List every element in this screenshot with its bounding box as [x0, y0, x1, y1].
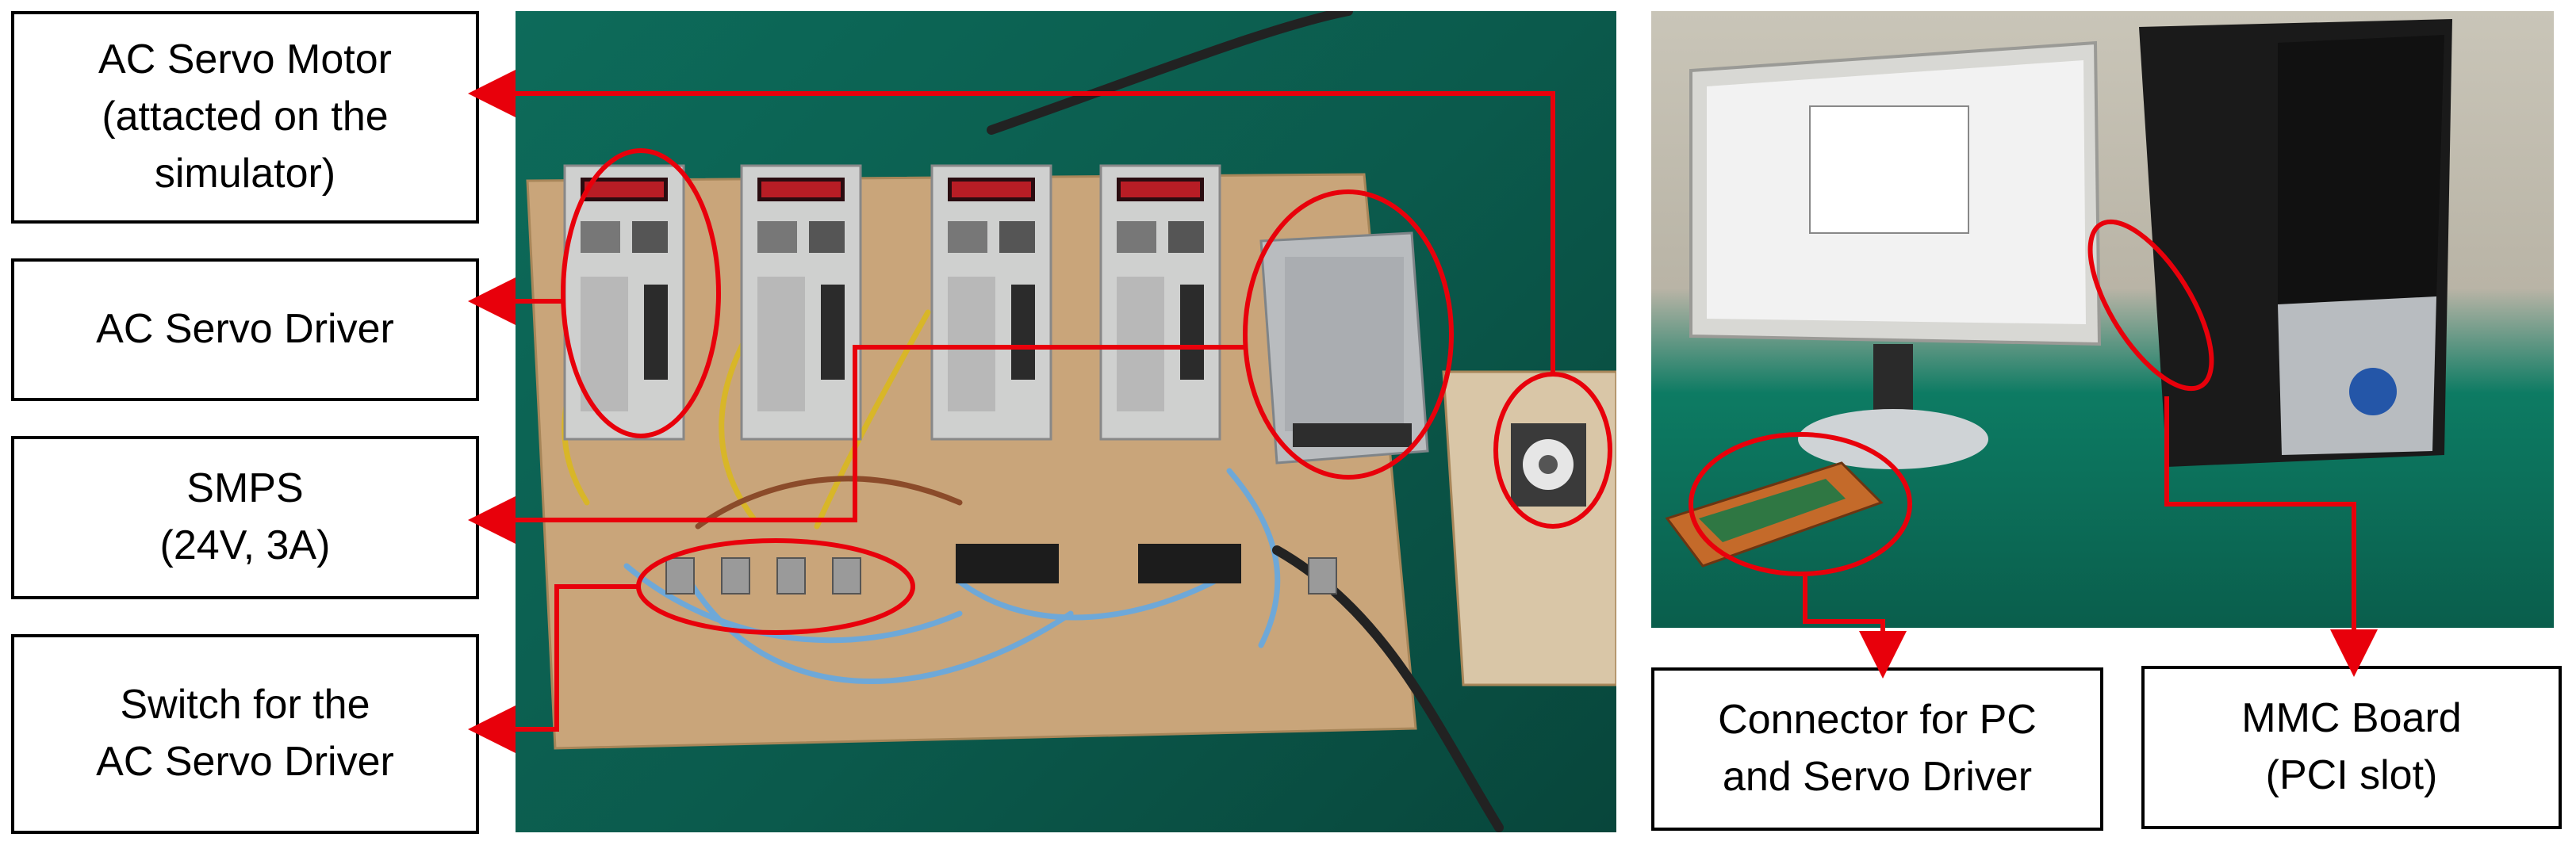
pc-photo-illustration — [1665, 19, 2452, 568]
label-ac-servo-motor: AC Servo Motor (attacted on the simulato… — [11, 11, 479, 224]
black-cable — [987, 11, 1353, 135]
label-connector: Connector for PC and Servo Driver — [1651, 667, 2103, 831]
hardware-photo-illustration — [526, 11, 1616, 832]
label-switch: Switch for the AC Servo Driver — [11, 634, 479, 834]
blue-cable — [956, 579, 1217, 621]
hardware-photo — [516, 11, 1616, 832]
smps-unit — [1259, 231, 1429, 465]
blue-cable — [1226, 468, 1281, 648]
pc-photo — [1651, 11, 2554, 628]
label-mmc-board: MMC Board (PCI slot) — [2141, 666, 2562, 829]
terminal-blocks — [956, 544, 1241, 583]
connector-board — [1665, 461, 1884, 568]
pc-case — [2139, 19, 2452, 467]
label-ac-servo-driver: AC Servo Driver — [11, 258, 479, 401]
monitor — [1689, 40, 2102, 469]
label-smps: SMPS (24V, 3A) — [11, 436, 479, 599]
motor-box — [1442, 370, 1616, 686]
